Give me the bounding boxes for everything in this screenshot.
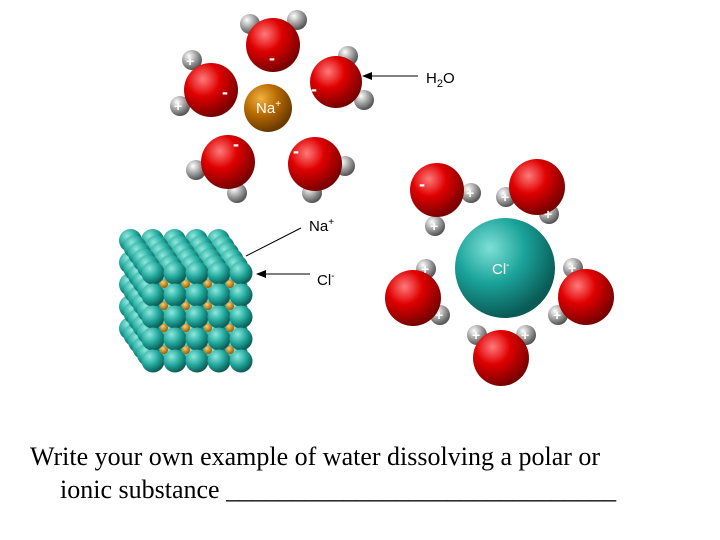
water-molecule <box>496 159 565 224</box>
partial-positive: + <box>501 189 509 205</box>
water-molecule <box>288 137 355 203</box>
partial-negative: - <box>222 82 228 102</box>
crystal-sodium-sphere <box>182 346 190 354</box>
sodium-hydration-shell: Na+ - - - - - + + <box>170 10 374 203</box>
crystal-sodium-sphere <box>160 280 168 288</box>
partial-positive: + <box>430 218 438 234</box>
crystal-chloride-sphere <box>185 261 209 285</box>
crystal-sodium-sphere <box>160 346 168 354</box>
water-label: H2O <box>426 70 455 90</box>
crystal-chloride-sphere <box>229 349 253 373</box>
crystal-sodium-sphere <box>204 280 212 288</box>
sodium-ion <box>244 84 292 132</box>
prompt-line-2-text: ionic substance <box>60 475 220 504</box>
crystal-chloride-sphere <box>141 327 165 351</box>
crystal-sodium-sphere <box>160 324 168 332</box>
partial-positive: + <box>466 185 474 201</box>
partial-negative: - <box>233 134 239 154</box>
crystal-chloride-sphere <box>229 261 253 285</box>
crystal-chloride-arrowhead <box>256 270 266 278</box>
crystal-chloride-sphere <box>163 305 187 329</box>
water-molecule <box>310 46 374 110</box>
partial-positive: + <box>553 307 561 323</box>
water-molecule <box>170 50 238 117</box>
crystal-sodium-sphere <box>226 346 234 354</box>
crystal-chloride-sphere <box>185 283 209 307</box>
crystal-chloride-sphere <box>229 305 253 329</box>
crystal-chloride-label: Cl- <box>317 271 335 289</box>
activity-prompt: Write your own example of water dissolvi… <box>30 440 700 506</box>
crystal-sodium-sphere <box>182 324 190 332</box>
chloride-ion <box>455 218 555 318</box>
crystal-chloride-sphere <box>207 261 231 285</box>
prompt-line-1: Write your own example of water dissolvi… <box>30 442 601 471</box>
crystal-sodium-sphere <box>182 302 190 310</box>
water-molecule <box>385 259 450 326</box>
crystal-sodium-sphere <box>204 324 212 332</box>
water-molecule <box>240 10 307 72</box>
partial-positive: + <box>544 206 552 222</box>
crystal-chloride-sphere <box>207 283 231 307</box>
crystal-chloride-sphere <box>163 327 187 351</box>
crystal-chloride-sphere <box>163 261 187 285</box>
crystal-chloride-sphere <box>207 327 231 351</box>
partial-positive: + <box>421 261 429 277</box>
crystal-chloride-sphere <box>141 261 165 285</box>
crystal-chloride-sphere <box>207 349 231 373</box>
crystal-sodium-sphere <box>226 324 234 332</box>
partial-negative: - <box>293 141 299 161</box>
partial-negative: - <box>269 48 275 68</box>
partial-negative: - <box>419 174 425 194</box>
partial-positive: + <box>521 327 529 343</box>
partial-positive: + <box>472 327 480 343</box>
partial-positive: + <box>568 260 576 276</box>
crystal-chloride-sphere <box>185 305 209 329</box>
crystal-sodium-sphere <box>226 302 234 310</box>
crystal-chloride-sphere <box>185 349 209 373</box>
partial-negative: - <box>311 79 317 99</box>
crystal-chloride-sphere <box>141 349 165 373</box>
water-pointer-arrowhead <box>362 72 372 80</box>
crystal-sodium-pointer-line <box>245 227 302 257</box>
chloride-hydration-shell: Cl- + + + + + + + + + <box>385 159 614 386</box>
crystal-sodium-sphere <box>204 346 212 354</box>
crystal-sodium-sphere <box>226 280 234 288</box>
answer-blank[interactable]: ______________________________ <box>226 475 617 504</box>
sodium-ion-label: Na+ <box>256 99 281 117</box>
crystal-chloride-sphere <box>229 327 253 351</box>
water-molecule <box>410 163 481 236</box>
partial-positive: + <box>174 98 182 114</box>
partial-positive: + <box>435 307 443 323</box>
prompt-line-2: ionic substance ________________________… <box>30 473 700 506</box>
crystal-sodium-label: Na+ <box>309 217 334 235</box>
crystal-chloride-sphere <box>207 305 231 329</box>
crystal-chloride-sphere <box>163 283 187 307</box>
crystal-chloride-sphere <box>229 283 253 307</box>
crystal-chloride-sphere <box>163 349 187 373</box>
water-molecule <box>467 325 536 386</box>
chloride-ion-label: Cl- <box>492 260 510 278</box>
crystal-chloride-sphere <box>185 327 209 351</box>
partial-positive: + <box>186 53 194 69</box>
crystal-sodium-sphere <box>182 280 190 288</box>
crystal-sodium-sphere <box>204 302 212 310</box>
water-molecule <box>186 135 255 203</box>
crystal-chloride-sphere <box>141 305 165 329</box>
crystal-sodium-sphere <box>160 302 168 310</box>
salt-crystal-lattice <box>119 229 253 373</box>
water-molecule <box>548 258 614 325</box>
crystal-chloride-sphere <box>141 283 165 307</box>
